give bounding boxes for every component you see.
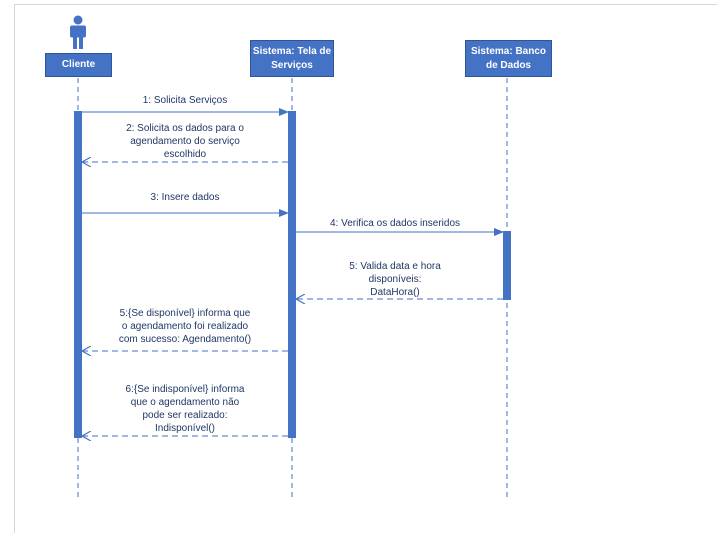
activation-bar-cliente [74,111,82,438]
activation-bar-banco [503,231,511,300]
participant-tela-de-servicos: Sistema: Tela de Serviços [250,40,334,77]
message-4-label: 4: Verifica os dados inseridos [329,218,461,229]
person-icon [70,15,86,49]
message-6-label: 6:{Se indisponível} informa que o agenda… [125,384,245,434]
canvas-border-top [14,4,717,5]
activation-bar-tela [288,111,296,438]
message-2-label: 2: Solicita os dados para o agendamento … [126,123,244,160]
canvas-border-left [14,4,15,533]
participant-cliente: Cliente [45,53,112,77]
participant-banco-de-dados: Sistema: Banco de Dados [465,40,552,77]
message-3-label: 3: Insere dados [150,192,220,203]
message-1-label: 1: Solicita Serviços [142,95,228,106]
message-5-label: 5: Valida data e hora disponíveis: DataH… [349,261,441,298]
message-5-alt-label: 5:{Se disponível} informa que o agendame… [118,308,252,345]
